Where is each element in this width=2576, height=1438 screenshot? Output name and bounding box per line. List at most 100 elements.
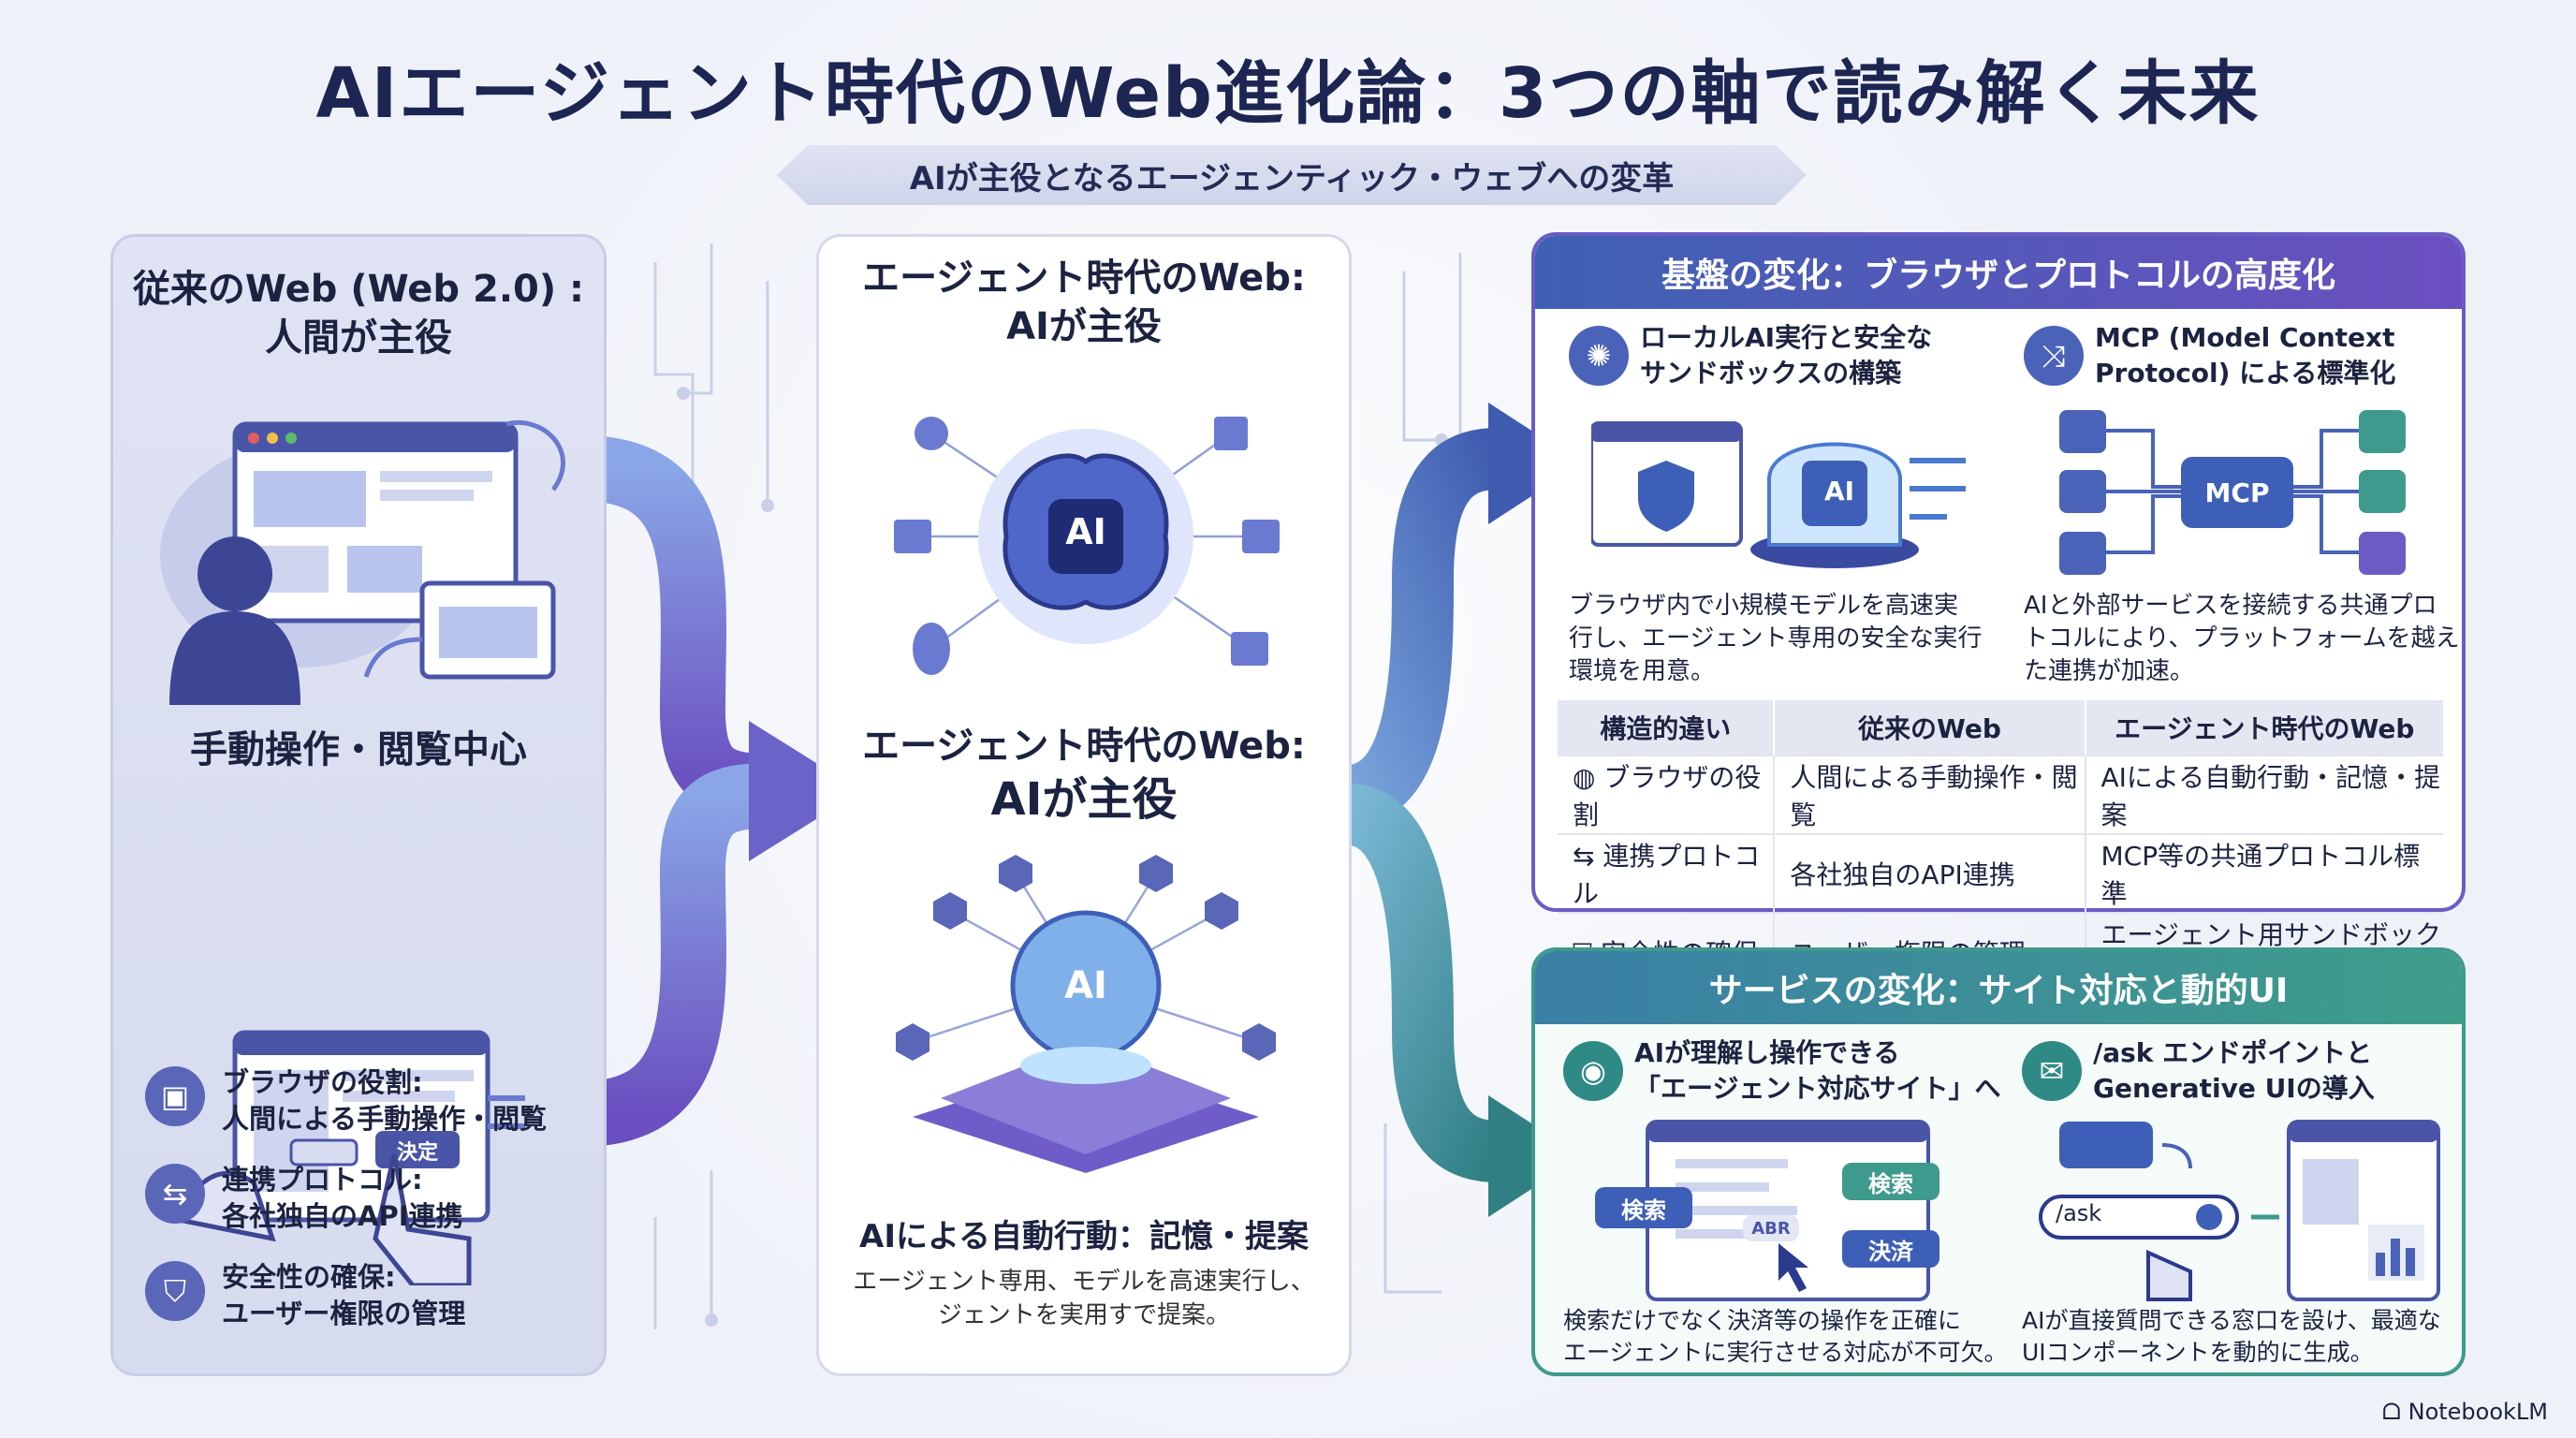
search-chip-right[interactable]: 検索 bbox=[1842, 1163, 1939, 1200]
sandbox-title-line1: ローカルAI実行と安全な bbox=[1640, 322, 1933, 353]
search-chip-left[interactable]: 検索 bbox=[1595, 1187, 1692, 1228]
generative-ui-illustration bbox=[2039, 1120, 2440, 1301]
chat-icon: ✉ bbox=[2022, 1041, 2082, 1101]
center-bottom-desc-line2: ジェントを実用すで提案。 bbox=[937, 1301, 1231, 1330]
ai-brain-label: AI bbox=[1065, 511, 1106, 552]
center-heading-line2: AIが主役 bbox=[1006, 305, 1162, 348]
service-banner: サービスの変化：サイト対応と動的UI bbox=[1535, 951, 2462, 1024]
eye-icon: ◉ bbox=[1563, 1041, 1623, 1101]
generative-ui-desc-line1: AIが直接質問できる窓口を設け、最適な bbox=[2022, 1307, 2441, 1334]
mcp-desc-line3: た連携が加速。 bbox=[2024, 657, 2195, 686]
sandbox-illustration bbox=[1591, 421, 1966, 568]
left-item-security: 安全性の確保: ユーザー権限の管理 bbox=[222, 1259, 465, 1332]
ai-chip-illustration bbox=[896, 855, 1276, 1173]
footer-brand: ᗝ NotebookLM bbox=[2382, 1399, 2548, 1425]
left-item-protocol-line2: 各社独自のAPI連携 bbox=[222, 1200, 463, 1233]
mcp-title-line1: MCP (Model Context bbox=[2095, 322, 2395, 353]
center-mid-heading-line2: AIが主役 bbox=[990, 773, 1178, 826]
sandbox-desc-line2: 行し、エージェント専用の安全な実行 bbox=[1569, 624, 1983, 653]
left-heading-line2: 人間が主役 bbox=[265, 316, 452, 360]
page-title: AIエージェント時代のWeb進化論：3つの軸で読み解く未来 bbox=[315, 53, 2261, 134]
ask-input[interactable]: /ask bbox=[2056, 1200, 2102, 1226]
shuffle-icon: ⤨ bbox=[2024, 326, 2084, 386]
service-change-panel: サービスの変化：サイト対応と動的UI ◉ AIが理解し操作できる 「エージェント… bbox=[1531, 947, 2466, 1376]
left-item-security-line2: ユーザー権限の管理 bbox=[222, 1298, 466, 1330]
notebooklm-logo-icon: ᗝ bbox=[2382, 1399, 2408, 1425]
swap-arrows-icon: ⇆ bbox=[1573, 841, 1603, 872]
payment-chip[interactable]: 決済 bbox=[1842, 1230, 1939, 1268]
mcp-desc-line2: トコルにより、プラットフォームを越え bbox=[2024, 624, 2460, 653]
table-cell-text: 連携プロトコル bbox=[1573, 841, 1761, 909]
center-bottom-title: AIによる自動行動：記憶・提案 bbox=[859, 1218, 1309, 1255]
mcp-title-line2: Protocol) による標準化 bbox=[2095, 357, 2396, 389]
agent-web-panel: エージェント時代のWeb: AIが主役 AI エージェント時代のWeb: AIが… bbox=[816, 234, 1352, 1376]
brain-icon: ✺ bbox=[1569, 326, 1629, 386]
human-browser-illustration bbox=[160, 420, 565, 705]
generative-ui-title: /ask エンドポイントと Generative UIの導入 bbox=[2093, 1035, 2375, 1107]
globe-icon: ◍ bbox=[1573, 762, 1604, 793]
footer-brand-text: NotebookLM bbox=[2408, 1399, 2548, 1425]
subtitle-shape bbox=[777, 145, 1807, 205]
mcp-title: MCP (Model Context Protocol) による標準化 bbox=[2095, 320, 2395, 391]
generative-ui-title-line2: Generative UIの導入 bbox=[2093, 1072, 2375, 1104]
table-row: ⇆ 連携プロトコル 各社独自のAPI連携 MCP等の共通プロトコル標準 bbox=[1558, 833, 2443, 913]
table-cell: 人間による手動操作・閲覧 bbox=[1774, 755, 2086, 834]
table-row: ◍ ブラウザの役割 人間による手動操作・閲覧 AIによる自動行動・記憶・提案 bbox=[1558, 755, 2443, 834]
left-item-browser: ブラウザの役割: 人間による手動操作・閲覧 bbox=[222, 1064, 547, 1137]
center-bottom-desc-line1: エージェント専用、モデルを高速実行し、 bbox=[853, 1268, 1315, 1296]
mcp-desc: AIと外部サービスを接続する共通プロ トコルにより、プラットフォームを越え た連… bbox=[2024, 590, 2460, 688]
table-cell-text: ブラウザの役割 bbox=[1573, 762, 1762, 830]
agent-site-desc-line2: エージェントに実行させる対応が不可欠。 bbox=[1563, 1338, 2008, 1366]
center-mid-heading: エージェント時代のWeb: AIが主役 bbox=[819, 722, 1349, 829]
left-item-browser-line2: 人間による手動操作・閲覧 bbox=[222, 1103, 548, 1136]
table-cell: AIによる自動行動・記憶・提案 bbox=[2085, 755, 2443, 834]
infrastructure-change-panel: 基盤の変化：ブラウザとプロトコルの高度化 ✺ ローカルAI実行と安全な サンドボ… bbox=[1531, 232, 2466, 990]
agent-site-title: AIが理解し操作できる 「エージェント対応サイト」へ bbox=[1634, 1035, 2000, 1107]
left-item-browser-line1: ブラウザの役割: bbox=[222, 1066, 423, 1098]
left-item-protocol: 連携プロトコル: 各社独自のAPI連携 bbox=[222, 1162, 463, 1235]
manual-section-label: 手動操作・閲覧中心 bbox=[190, 728, 527, 771]
agent-site-title-line2: 「エージェント対応サイト」へ bbox=[1634, 1072, 2001, 1104]
mcp-hub-illustration bbox=[2059, 410, 2406, 575]
left-heading: 従来のWeb (Web 2.0) : 人間が主役 bbox=[113, 265, 604, 362]
table-header: 構造的違い bbox=[1558, 700, 1776, 756]
sandbox-title: ローカルAI実行と安全な サンドボックスの構築 bbox=[1640, 320, 1932, 391]
swap-arrows-icon: ⇆ bbox=[145, 1164, 205, 1224]
mcp-chip: MCP bbox=[2204, 477, 2270, 508]
subtitle-banner: AIが主役となるエージェンティック・ウェブへの変革 bbox=[777, 145, 1807, 205]
table-cell: ◍ ブラウザの役割 bbox=[1558, 755, 1776, 834]
tablet-hands-illustration bbox=[175, 1030, 525, 1285]
center-mid-heading-line1: エージェント時代のWeb: bbox=[862, 725, 1306, 768]
sandbox-desc-line1: ブラウザ内で小規模モデルを高速実 bbox=[1569, 592, 1959, 620]
table-header: 従来のWeb bbox=[1774, 700, 2086, 756]
table-cell: ⇆ 連携プロトコル bbox=[1558, 833, 1776, 913]
sandbox-desc-line3: 環境を用意。 bbox=[1569, 657, 1716, 686]
left-item-security-line1: 安全性の確保: bbox=[222, 1261, 396, 1293]
comparison-header-row: 構造的違い 従来のWeb エージェント時代のWeb bbox=[1558, 700, 2443, 756]
abr-chip: ABR bbox=[1743, 1215, 1799, 1241]
infrastructure-banner: 基盤の変化：ブラウザとプロトコルの高度化 bbox=[1535, 236, 2462, 309]
agent-site-desc-line1: 検索だけでなく決済等の操作を正確に bbox=[1563, 1307, 1962, 1334]
ai-chip-label: AI bbox=[1064, 964, 1107, 1007]
agent-site-title-line1: AIが理解し操作できる bbox=[1634, 1037, 1900, 1068]
shield-icon: ⛉ bbox=[145, 1261, 205, 1321]
center-bottom-desc: エージェント専用、モデルを高速実行し、 ジェントを実用すで提案。 bbox=[819, 1265, 1349, 1333]
table-cell: 各社独自のAPI連携 bbox=[1774, 833, 2086, 913]
center-heading-line1: エージェント時代のWeb: bbox=[862, 257, 1306, 300]
mcp-desc-line1: AIと外部サービスを接続する共通プロ bbox=[2024, 592, 2437, 620]
sandbox-ai-chip: AI bbox=[1823, 475, 1855, 506]
left-heading-line1: 従来のWeb (Web 2.0) : bbox=[132, 268, 585, 311]
subtitle: AIが主役となるエージェンティック・ウェブへの変革 bbox=[909, 159, 1675, 198]
decide-button[interactable]: 決定 bbox=[396, 1141, 438, 1165]
sandbox-title-line2: サンドボックスの構築 bbox=[1640, 357, 1902, 389]
table-header: エージェント時代のWeb bbox=[2085, 700, 2443, 756]
agent-site-desc: 検索だけでなく決済等の操作を正確に エージェントに実行させる対応が不可欠。 bbox=[1563, 1305, 2008, 1369]
ai-brain-illustration bbox=[894, 417, 1280, 675]
generative-ui-desc: AIが直接質問できる窓口を設け、最適な UIコンポーネントを動的に生成。 bbox=[2022, 1305, 2441, 1369]
sandbox-desc: ブラウザ内で小規模モデルを高速実 行し、エージェント専用の安全な実行 環境を用意… bbox=[1569, 590, 1982, 688]
traditional-web-panel: 従来のWeb (Web 2.0) : 人間が主役 手動操作・閲覧中心 決定 ▣ … bbox=[110, 234, 607, 1376]
left-item-protocol-line1: 連携プロトコル: bbox=[222, 1164, 423, 1196]
generative-ui-desc-line2: UIコンポーネントを動的に生成。 bbox=[2022, 1338, 2374, 1366]
generative-ui-title-line1: /ask エンドポイントと bbox=[2093, 1037, 2373, 1068]
browser-icon: ▣ bbox=[145, 1066, 205, 1126]
